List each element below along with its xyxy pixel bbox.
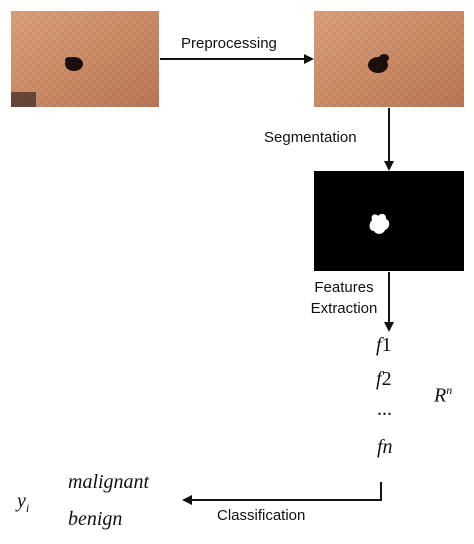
preprocessed-skin-image xyxy=(314,11,464,107)
lesion-mask-blob xyxy=(369,213,390,234)
label-segmentation: Segmentation xyxy=(264,129,357,146)
segmentation-mask-image xyxy=(314,171,464,271)
label-classification: Classification xyxy=(217,507,306,524)
class-malignant: malignant xyxy=(68,471,150,493)
feature-fn: fn xyxy=(377,436,393,458)
label-preprocessing: Preprocessing xyxy=(181,35,277,52)
label-features: Features xyxy=(314,279,374,296)
output-variable: yi xyxy=(17,490,30,515)
original-skin-image xyxy=(11,11,159,107)
feature-f1: f1 xyxy=(376,334,392,356)
feature-f2: f2 xyxy=(376,368,392,390)
feature-space: Rn xyxy=(434,383,453,407)
feature-ellipsis: ... xyxy=(377,398,392,420)
arrow-classification xyxy=(182,482,382,505)
class-benign: benign xyxy=(68,508,123,530)
label-extraction: Extraction xyxy=(310,300,378,317)
